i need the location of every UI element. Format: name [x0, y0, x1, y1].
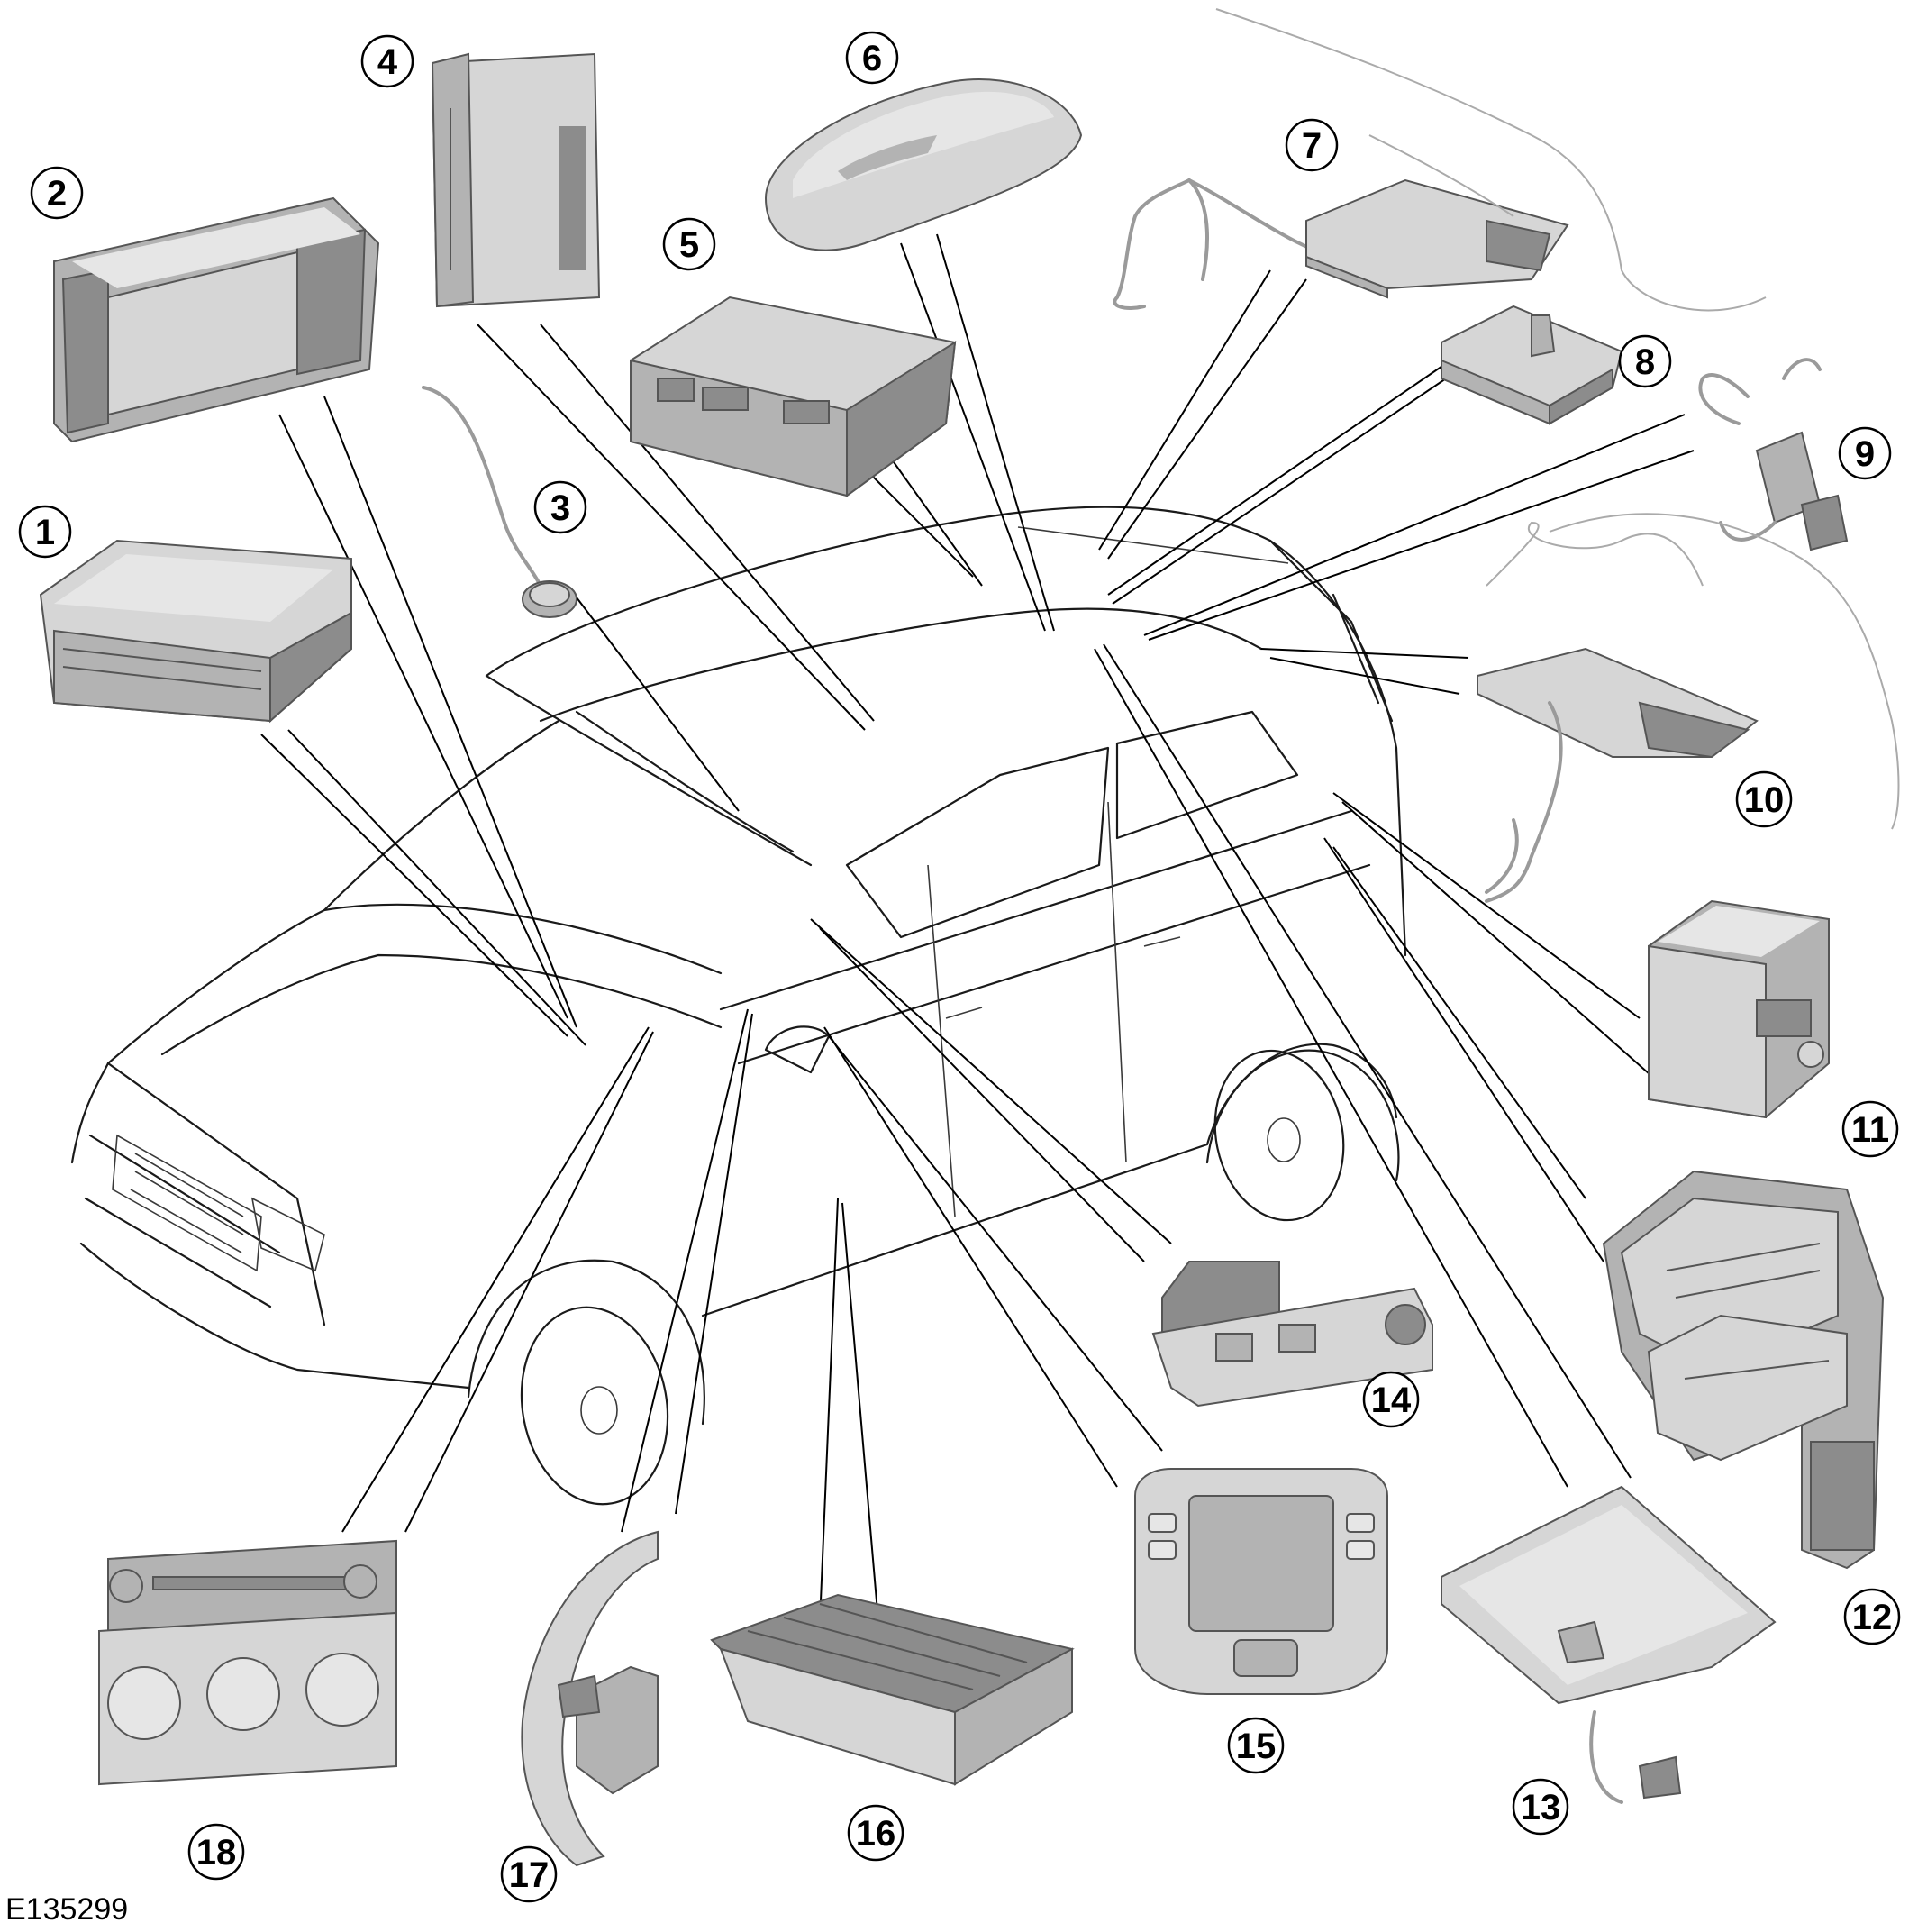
component-7-antenna-module [1113, 8, 1767, 312]
callout-9: 9 [1838, 426, 1892, 480]
callout-18: 18 [187, 1823, 245, 1881]
callout-16: 16 [847, 1804, 904, 1862]
component-10-antenna-module [1477, 513, 1900, 903]
component-4-module [431, 52, 601, 308]
callout-1: 1 [18, 505, 72, 559]
callout-17-label: 17 [509, 1855, 550, 1895]
callout-13-label: 13 [1521, 1788, 1561, 1827]
component-2-instrument-cluster [53, 196, 380, 443]
callout-14: 14 [1362, 1371, 1420, 1428]
callout-1-label: 1 [35, 513, 55, 552]
callout-15: 15 [1227, 1717, 1285, 1774]
callout-5-label: 5 [679, 225, 699, 265]
component-3-sensor [422, 386, 577, 618]
component-9-harness [1698, 358, 1849, 551]
callout-18-label: 18 [196, 1833, 237, 1873]
leader-lines [260, 233, 1695, 1623]
component-6-roof-antenna [764, 78, 1083, 251]
vehicle-outline [70, 506, 1407, 1506]
callout-7: 7 [1285, 118, 1339, 172]
component-16-amplifier [710, 1593, 1075, 1786]
component-14-usb-hub [1151, 1261, 1433, 1408]
callout-6-label: 6 [862, 39, 882, 78]
callout-3-label: 3 [550, 488, 570, 528]
callout-6: 6 [845, 31, 899, 85]
callout-12: 12 [1843, 1588, 1901, 1645]
figure-reference: E135299 [5, 1892, 128, 1927]
callout-9-label: 9 [1855, 434, 1875, 474]
callout-4-label: 4 [377, 42, 398, 82]
callout-13: 13 [1512, 1778, 1569, 1836]
component-5-module [630, 296, 957, 497]
component-12-fuse-box [1602, 1170, 1885, 1570]
callout-11-label: 11 [1851, 1110, 1889, 1150]
callout-2-label: 2 [47, 174, 67, 214]
callout-8-label: 8 [1635, 342, 1655, 382]
component-15-touchscreen [1134, 1468, 1388, 1695]
callout-3: 3 [533, 480, 587, 534]
callout-4: 4 [360, 34, 414, 88]
callout-10-label: 10 [1744, 780, 1785, 820]
component-13-antenna-module [1441, 1485, 1777, 1804]
callout-5: 5 [662, 217, 716, 271]
callout-2: 2 [30, 166, 84, 220]
component-1-media-unit [39, 539, 352, 724]
component-11-module [1648, 899, 1830, 1119]
callouts: 1 2 3 4 5 6 7 8 [18, 31, 1901, 1903]
callout-16-label: 16 [856, 1814, 896, 1854]
callout-11: 11 [1841, 1100, 1899, 1158]
callout-7-label: 7 [1302, 126, 1322, 166]
component-18-control-panel [98, 1539, 397, 1786]
component-8-module [1441, 305, 1623, 425]
callout-14-label: 14 [1371, 1381, 1412, 1420]
component-17-steering-wheel [521, 1530, 659, 1867]
callout-15-label: 15 [1236, 1727, 1277, 1766]
callout-12-label: 12 [1852, 1598, 1893, 1637]
callout-8: 8 [1618, 334, 1672, 388]
callout-17: 17 [500, 1845, 558, 1903]
callout-10: 10 [1735, 770, 1793, 828]
